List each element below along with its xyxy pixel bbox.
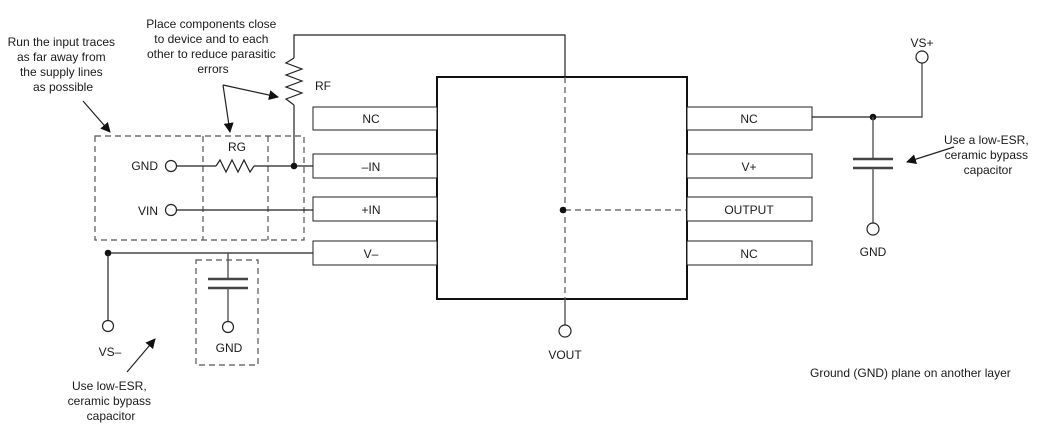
vin-label: VIN xyxy=(138,204,158,218)
gnd-right-cap-label: GND xyxy=(860,245,887,259)
input-traces-note: Run the input traces as far away from th… xyxy=(8,35,119,94)
pin-inverting-input: –IN xyxy=(312,153,438,179)
rf-arrow xyxy=(222,84,279,100)
gnd-right-cap-terminal xyxy=(866,222,880,236)
right-bypass-arrow xyxy=(906,146,955,165)
svg-text:OUTPUT: OUTPUT xyxy=(724,203,774,217)
left-bypass-note: Use low-ESR, ceramic bypass capacitor xyxy=(68,379,155,423)
vin-terminal xyxy=(164,203,178,217)
pin-nc-right-1: NC xyxy=(686,106,813,131)
vs-plus-terminal xyxy=(915,50,929,64)
svg-text:V+: V+ xyxy=(741,160,756,174)
pin-noninverting-input: +IN xyxy=(312,196,438,222)
left-cap-region-outline xyxy=(195,259,259,366)
pin-v-plus: V+ xyxy=(686,153,813,179)
vs-minus-terminal xyxy=(101,319,115,333)
gnd-input-label: GND xyxy=(131,159,158,173)
device-package xyxy=(436,76,688,300)
rg-resistor xyxy=(215,158,255,174)
svg-text:NC: NC xyxy=(362,112,380,126)
gnd-input-terminal xyxy=(164,159,178,173)
ground-plane-note: Ground (GND) plane on another layer xyxy=(810,366,1011,380)
gnd-left-cap-terminal xyxy=(221,320,235,334)
vout-terminal xyxy=(558,324,572,338)
place-components-note: Place components close to device and to … xyxy=(146,17,279,76)
pin-output: OUTPUT xyxy=(686,196,813,222)
pin-v-minus: V– xyxy=(312,240,438,266)
vs-minus-label: VS– xyxy=(99,345,122,359)
input-region-outline xyxy=(94,135,305,241)
rg-arrow xyxy=(222,84,234,133)
rg-label: RG xyxy=(228,140,246,154)
pin-nc-left-1: NC xyxy=(312,106,438,131)
svg-text:V–: V– xyxy=(364,247,379,261)
gnd-left-cap-label: GND xyxy=(216,341,243,355)
svg-text:–IN: –IN xyxy=(362,160,381,174)
input-traces-arrow xyxy=(82,100,111,133)
pin-nc-right-2: NC xyxy=(686,240,813,266)
vs-plus-label: VS+ xyxy=(910,36,933,50)
svg-text:NC: NC xyxy=(740,247,758,261)
left-bypass-arrow xyxy=(126,338,156,373)
rf-resistor xyxy=(284,57,304,106)
right-bypass-note: Use a low-ESR, ceramic bypass capacitor xyxy=(944,133,1032,177)
svg-text:+IN: +IN xyxy=(361,203,380,217)
svg-text:NC: NC xyxy=(740,112,758,126)
rf-label: RF xyxy=(315,79,331,93)
vout-label: VOUT xyxy=(548,348,582,362)
